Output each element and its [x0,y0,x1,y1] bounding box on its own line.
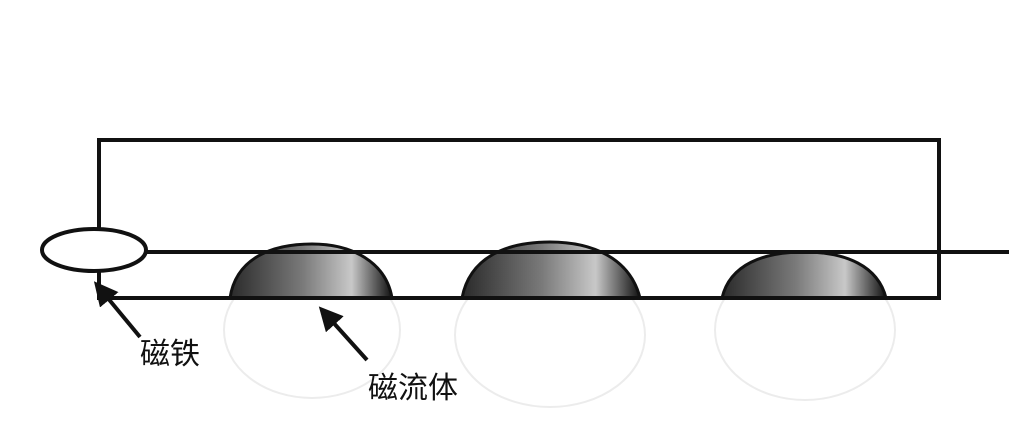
ferrofluid-arrow [318,306,369,362]
ferrofluid-label: 磁流体 [368,371,458,406]
ferrofluid-droplet-1 [228,242,394,300]
ferrofluid-droplet-3 [720,250,888,300]
magnet-ring [40,227,148,273]
ferrofluid-droplet-2 [460,240,642,300]
magnet-label: 磁铁 [140,337,200,372]
magnet-arrow [93,281,142,339]
ferrofluid-droplets [228,240,888,300]
container-box [97,138,941,300]
